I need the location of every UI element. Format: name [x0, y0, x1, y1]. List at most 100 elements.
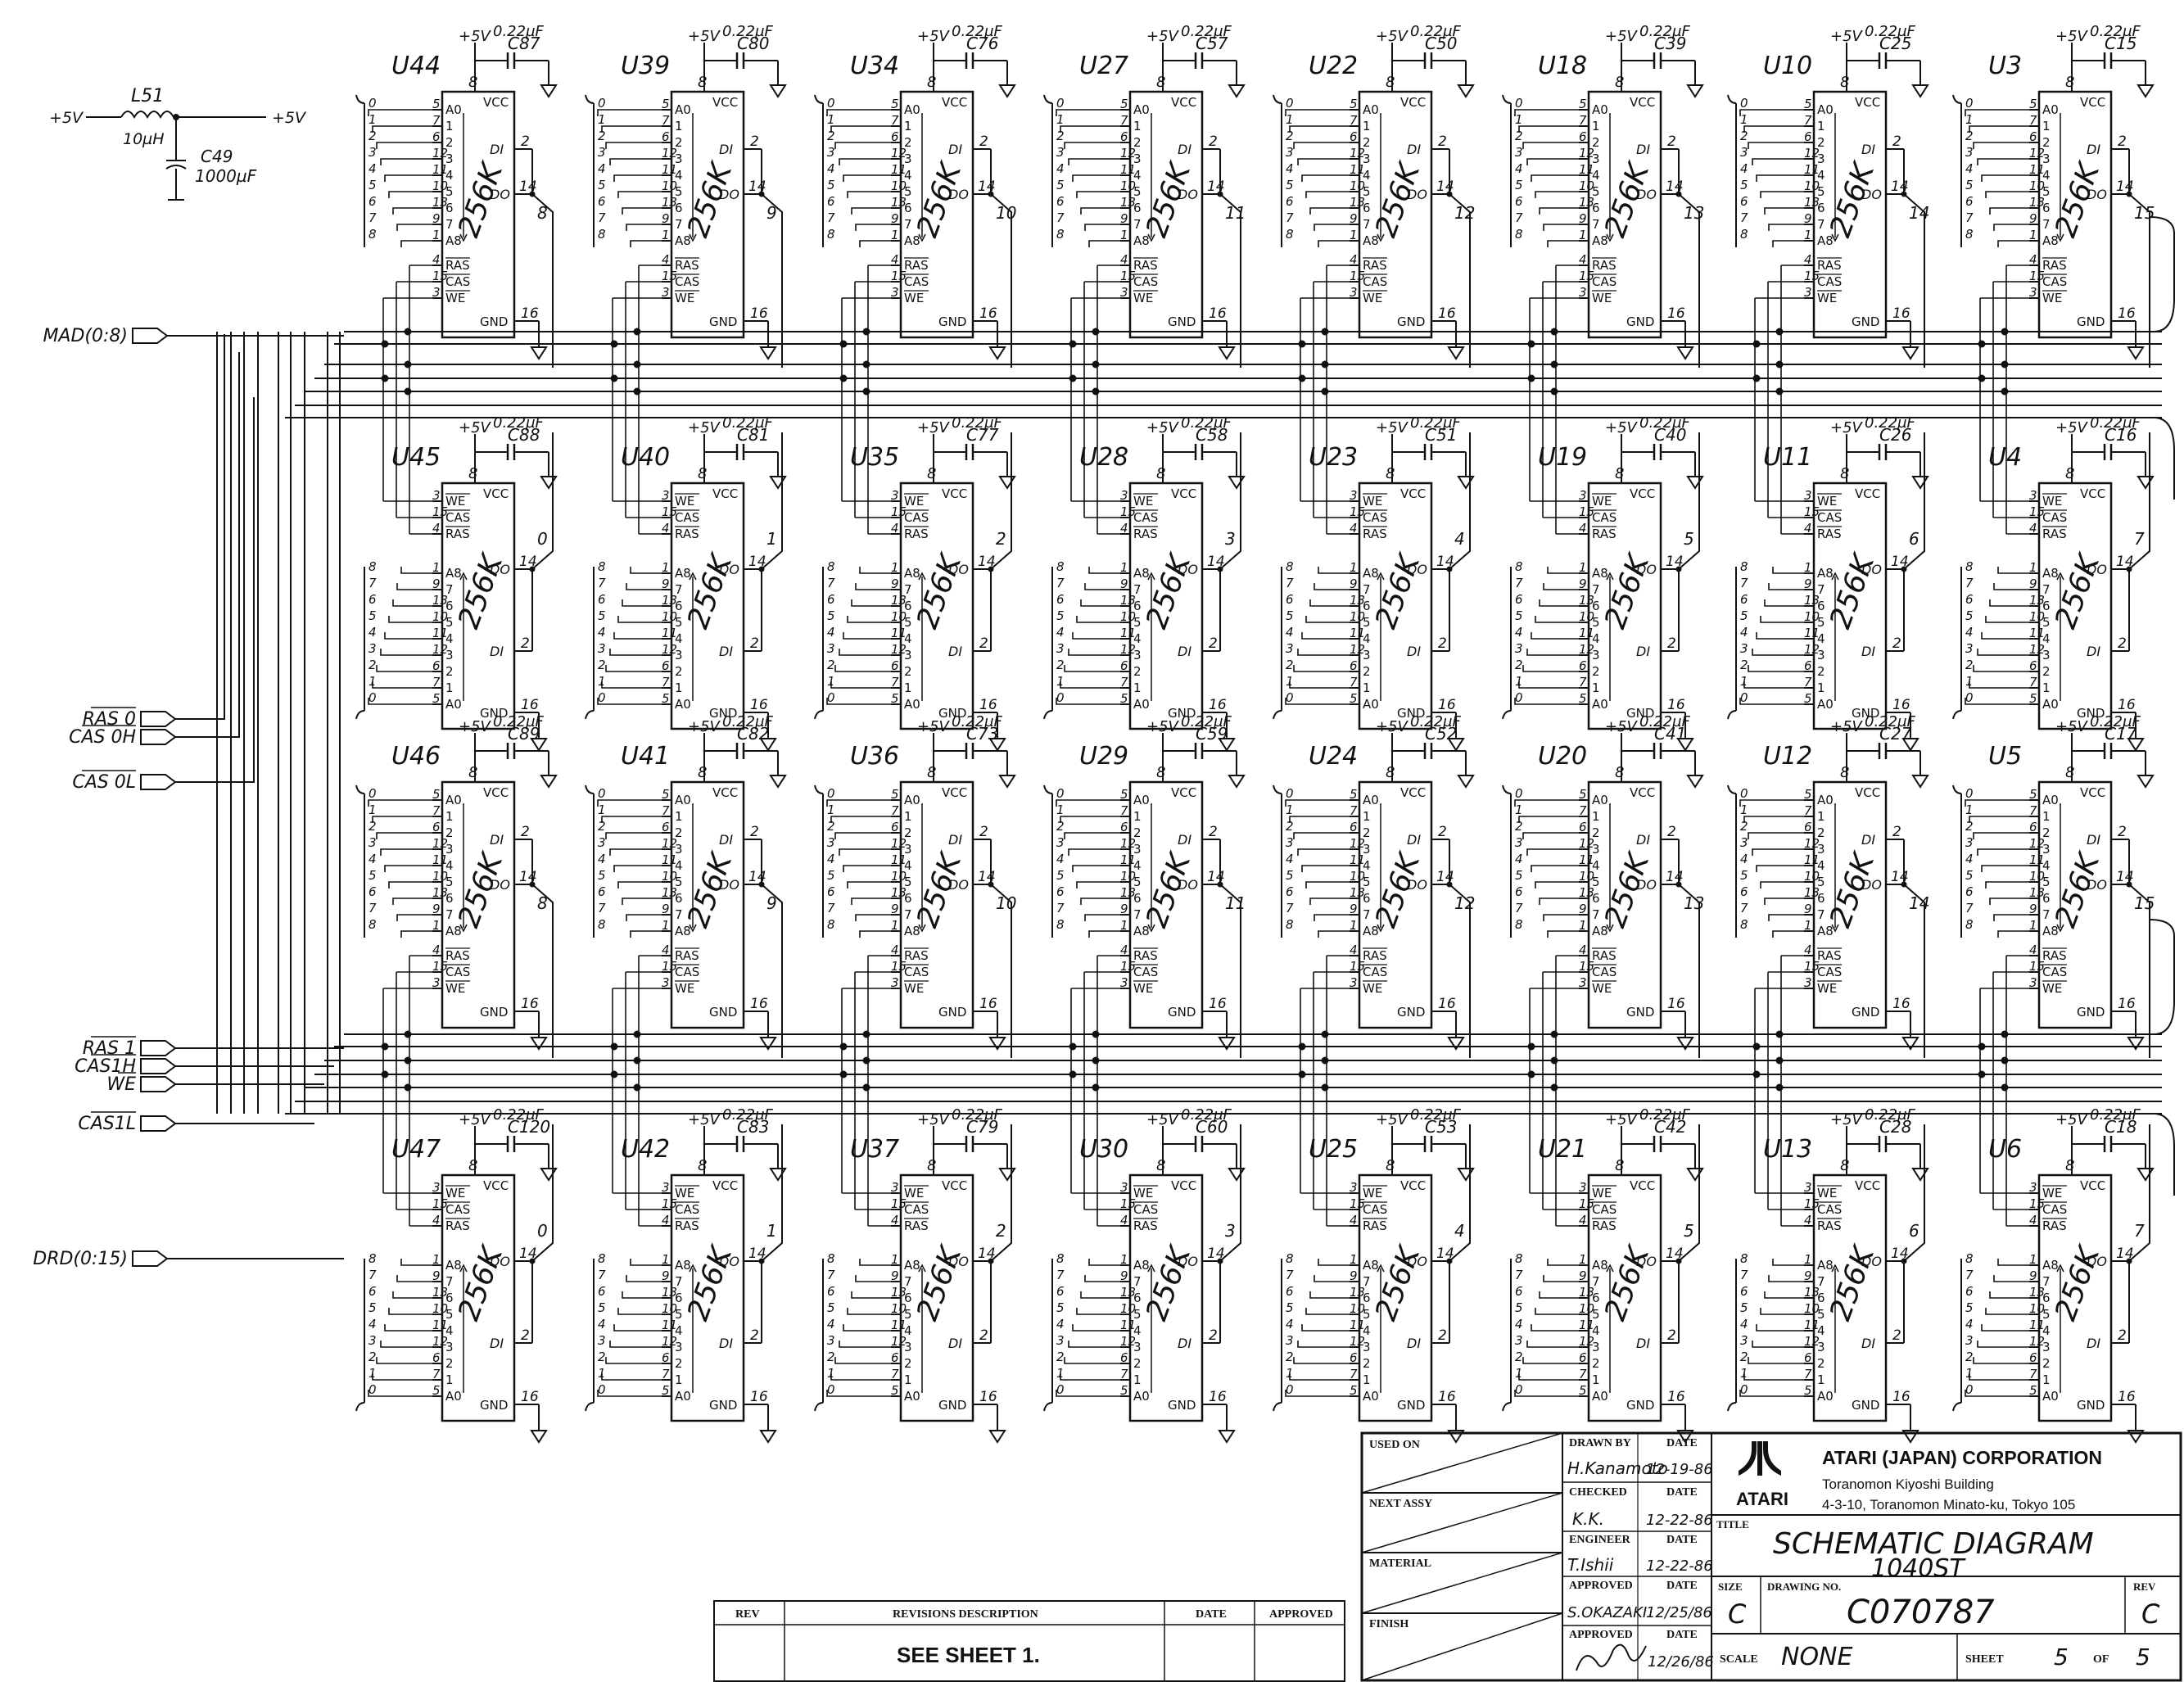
addr-pin-number: 11: [1120, 626, 1136, 640]
addr-bit-number: 7: [1965, 210, 1974, 225]
ctrl-pin-number: 4: [1120, 521, 1128, 536]
addr-bit-number: 3: [1056, 641, 1065, 656]
addr-wire: [1314, 583, 1350, 590]
addr-bus-end: [1043, 94, 1053, 104]
data-bit-number: 0: [537, 529, 548, 549]
addr-bit-number: 4: [827, 161, 835, 176]
addr-bit-number: 6: [827, 592, 835, 607]
addr-pin-number: 13: [891, 885, 907, 900]
ground-symbol: [1447, 346, 1465, 360]
addr-bit-number: 8: [1515, 559, 1523, 574]
addr-pin-label: 1: [2042, 1372, 2051, 1387]
ground-symbol: [1901, 738, 1919, 752]
addr-pin-label: 1: [675, 119, 683, 133]
gnd-pin: 16: [1438, 1389, 1456, 1405]
ctrl-pin-label: RAS: [1363, 258, 1387, 273]
decoupling-cap-ref: C59: [1196, 724, 1228, 744]
addr-wire: [1526, 1341, 1579, 1348]
addr-bit-number: 3: [1515, 1333, 1523, 1348]
addr-wire: [626, 914, 662, 921]
addr-bit-number: 1: [1965, 1366, 1974, 1381]
addr-pin-label: A0: [1592, 697, 1608, 712]
decoupling-cap-ref: C120: [508, 1117, 550, 1137]
addr-pin-label: A8: [1363, 566, 1379, 581]
addr-pin-number: 6: [2029, 1350, 2037, 1365]
ctrl-pin-number: 4: [1120, 943, 1128, 957]
addr-pin-number: 5: [1350, 1383, 1358, 1398]
gnd-text: GND: [2077, 706, 2105, 721]
port-flag: [140, 774, 177, 790]
company-address-2: 4-3-10, Toranomon Minato-ku, Tokyo 105: [1822, 1497, 2075, 1512]
addr-pin-number: 12: [1579, 642, 1594, 657]
addr-arrow-head: [689, 233, 697, 242]
gnd-text: GND: [1168, 314, 1196, 329]
ctrl-pin-label: WE: [904, 1186, 924, 1200]
addr-pin-label: 1: [1592, 1372, 1600, 1387]
addr-pin-number: 10: [1804, 179, 1820, 193]
addr-pin-label: A8: [445, 924, 462, 938]
ctrl-pin-number: 15: [1804, 269, 1820, 283]
addr-wire: [1539, 207, 1579, 215]
addr-bit-number: 7: [1056, 576, 1065, 590]
ctrl-pin-number: 4: [1350, 1213, 1358, 1228]
addr-pin-label: 6: [445, 1291, 454, 1305]
vcc-label: +5V: [1146, 1111, 1180, 1128]
gnd-text: GND: [480, 314, 508, 329]
addr-wire: [380, 848, 432, 856]
addr-wire: [617, 616, 662, 623]
addr-pin-number: 1: [1804, 1252, 1812, 1267]
addr-wire: [1056, 799, 1120, 807]
addr-pin-number: 7: [1120, 113, 1128, 128]
addr-bus-end: [355, 710, 365, 720]
addr-pin-label: 4: [2042, 631, 2051, 646]
addr-wire: [376, 832, 432, 839]
data-bit-number: 11: [1225, 893, 1246, 913]
din-pin-number: 2: [521, 824, 530, 840]
addr-bit-number: 8: [1286, 227, 1294, 242]
decoupling-cap-value: 0.22µF: [1410, 1106, 1462, 1124]
ctrl-pin-label: CAS: [2042, 1202, 2067, 1217]
addr-pin-number: 7: [662, 675, 670, 690]
addr-pin-label: 4: [675, 858, 683, 873]
gnd-pin: 16: [1667, 305, 1685, 322]
addr-wire: [1314, 914, 1350, 921]
addr-wire: [1752, 1341, 1804, 1348]
addr-wire: [843, 865, 891, 872]
vcc-label: +5V: [2055, 28, 2089, 45]
addr-pin-label: 6: [1133, 1291, 1142, 1305]
addr-wire: [1518, 816, 1579, 823]
ctrl-pin-label: WE: [675, 494, 694, 509]
ctrl-pin-label: CAS: [1133, 1202, 1158, 1217]
data-line: [1903, 884, 1925, 1058]
addr-wire: [597, 698, 662, 705]
addr-wire: [839, 649, 891, 656]
vcc-label: +5V: [1830, 419, 1864, 436]
addr-wire: [1518, 681, 1579, 689]
ctrl-pin-number: 3: [1579, 285, 1587, 300]
data-line: [1903, 1124, 1925, 1262]
addr-pin-label: 7: [904, 217, 912, 232]
data-bit-number: 4: [1454, 529, 1465, 549]
addr-pin-number: 13: [2029, 195, 2045, 210]
addr-wire: [392, 207, 432, 215]
addr-pin-label: 5: [1817, 184, 1825, 199]
vcc-pin: 8: [1615, 764, 1624, 781]
atari-logo: [1739, 1441, 1781, 1476]
addr-arrow-head: [1606, 572, 1614, 581]
din-pin-number: 2: [1438, 133, 1447, 150]
decoupling-cap-value: 0.22µF: [2090, 713, 2141, 730]
addr-wire: [1064, 1357, 1120, 1364]
addr-wire: [1522, 1357, 1579, 1364]
decoupling-cap-value: 0.22µF: [1639, 713, 1691, 730]
addr-pin-number: 1: [891, 228, 899, 242]
addr-wire: [376, 142, 432, 149]
inductor-ref: L51: [131, 86, 164, 106]
addr-wire: [1076, 191, 1120, 198]
ground-symbol: [1457, 84, 1475, 98]
addr-bit-number: 0: [827, 690, 835, 705]
addr-pin-label: 3: [445, 1340, 454, 1354]
addr-pin-number: 10: [1804, 869, 1820, 884]
